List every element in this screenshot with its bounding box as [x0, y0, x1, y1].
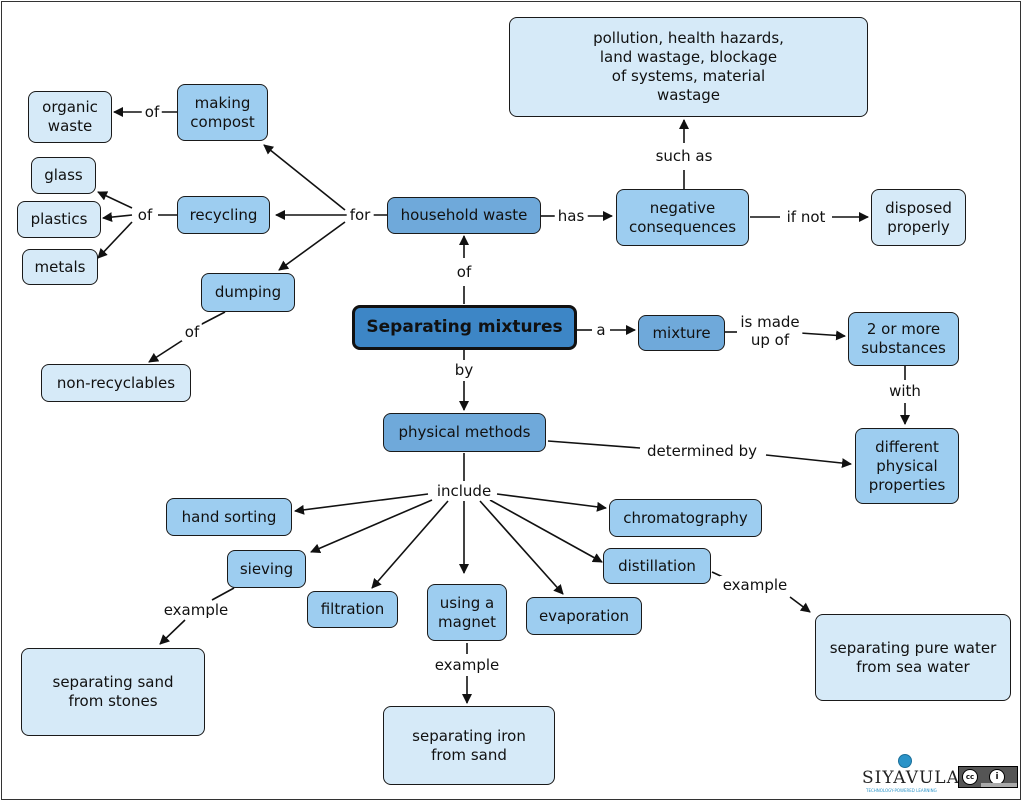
license-bar — [981, 783, 1017, 787]
edge-include-evaporation — [479, 500, 564, 595]
node-dumping: dumping — [201, 273, 295, 312]
cc-license-badge: cc i — [958, 766, 1018, 788]
edge-dumping-of — [199, 311, 226, 326]
edge-include-handsorting — [294, 493, 429, 515]
edge-determined-properties — [765, 454, 852, 469]
edge-of-glass — [97, 191, 133, 209]
label-of-recycling: of — [134, 206, 156, 224]
node-disposed-properly: disposed properly — [871, 189, 966, 246]
label-of-compost: of — [141, 103, 163, 121]
label-a: a — [593, 321, 609, 339]
node-pure-water: separating pure water from sea water — [815, 614, 1011, 701]
node-chromatography: chromatography — [609, 499, 762, 537]
node-filtration: filtration — [307, 591, 398, 628]
label-for: for — [346, 206, 374, 224]
node-pollution: pollution, health hazards, land wastage,… — [509, 17, 868, 117]
label-include: include — [433, 482, 495, 500]
label-determined-by: determined by — [644, 442, 760, 460]
node-physical-methods: physical methods — [383, 413, 546, 452]
edge-of-nonrecyclables — [148, 339, 184, 363]
label-example-magnet: example — [431, 656, 503, 674]
logo-tagline: TECHNOLOGY-POWERED LEARNING — [866, 788, 937, 793]
node-plastics: plastics — [17, 201, 101, 238]
edge-for-compost — [263, 144, 346, 211]
edge-methods-determined — [547, 440, 641, 449]
node-iron-sand: separating iron from sand — [383, 706, 555, 785]
globe-icon — [898, 754, 912, 768]
node-household-waste: household waste — [387, 197, 541, 234]
node-distillation: distillation — [603, 548, 711, 584]
label-of-dumping: of — [181, 323, 203, 341]
label-example-sieving: example — [160, 601, 232, 619]
edge-include-chromatography — [496, 493, 607, 512]
node-using-a-magnet: using a magnet — [427, 584, 507, 641]
node-negative-consequences: negative consequences — [616, 189, 749, 246]
node-non-recyclables: non-recyclables — [41, 364, 191, 402]
label-if-not: if not — [783, 208, 829, 226]
node-sieving: sieving — [227, 550, 306, 588]
edge-of-plastics — [102, 212, 133, 223]
edge-made-substances — [799, 330, 846, 341]
edge-include-filtration — [371, 500, 449, 589]
label-with: with — [886, 382, 924, 400]
node-metals: metals — [22, 249, 98, 285]
node-sand-stones: separating sand from stones — [21, 648, 205, 736]
node-organic-waste: organic waste — [28, 91, 112, 143]
edge-example-sandstones — [159, 619, 186, 645]
edge-include-sieving — [310, 499, 433, 554]
edge-for-dumping — [278, 221, 346, 271]
node-separating-mixtures: Separating mixtures — [352, 305, 577, 350]
node-substances: 2 or more substances — [848, 312, 959, 366]
label-such-as: such as — [652, 147, 716, 165]
cc-icon: cc — [962, 769, 978, 785]
node-making-compost: making compost — [177, 84, 268, 141]
node-physical-properties: different physical properties — [855, 428, 959, 504]
edge-sieving-example — [211, 587, 235, 601]
label-is-made-up-of: is made up of — [737, 313, 803, 349]
node-mixture: mixture — [638, 315, 725, 351]
label-example-distillation: example — [719, 576, 791, 594]
node-evaporation: evaporation — [526, 597, 642, 635]
label-of-household: of — [453, 263, 475, 281]
edge-of-metals — [97, 221, 133, 259]
label-has: has — [554, 207, 588, 225]
edge-include-distillation — [489, 499, 603, 563]
label-by: by — [451, 361, 477, 379]
node-glass: glass — [31, 157, 96, 194]
node-hand-sorting: hand sorting — [166, 498, 292, 536]
logo-wordmark: SIYAVULA — [862, 768, 960, 788]
node-recycling: recycling — [177, 196, 270, 234]
edge-example-purewater — [789, 596, 811, 613]
siyavula-logo: SIYAVULA TECHNOLOGY-POWERED LEARNING — [858, 754, 959, 796]
